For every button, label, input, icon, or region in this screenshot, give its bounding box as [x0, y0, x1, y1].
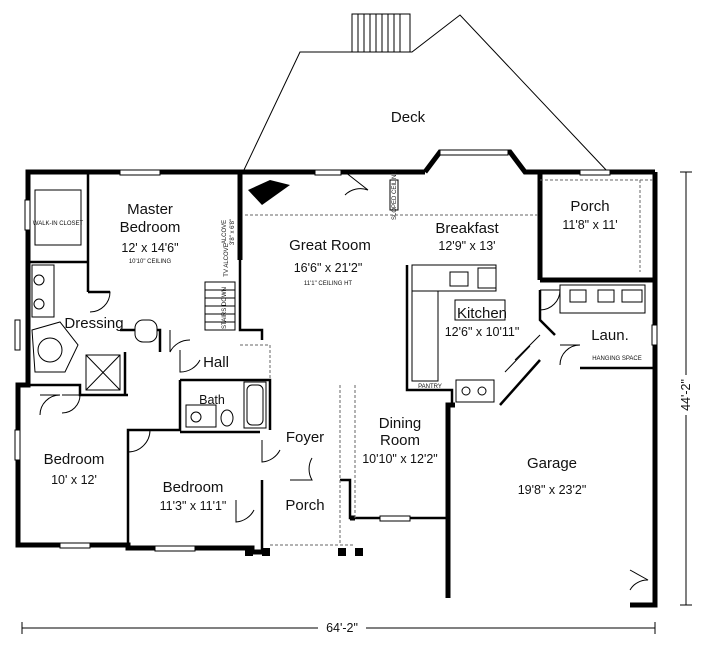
tv-alcove-label: TV ALCOVE	[224, 243, 230, 276]
great-room-note: 11'1" CEILING HT	[304, 281, 353, 287]
dashed-lines	[240, 179, 655, 546]
deck-outline	[242, 13, 609, 173]
porch-rear-dims: 11'8" x 11'	[562, 218, 617, 232]
great-room-label: Great Room	[289, 237, 371, 254]
alcove1-label: ALCOVE	[222, 220, 228, 244]
width-dimension: 64'-2"	[326, 621, 358, 635]
bedroom2-label: Bedroom	[44, 451, 105, 468]
hall-label: Hall	[203, 354, 229, 371]
great-room-dims: 16'6" x 21'2"	[294, 261, 363, 275]
pantry-label: PANTRY	[418, 384, 442, 390]
laundry-label: Laun.	[591, 327, 629, 344]
toilet-master	[134, 319, 158, 343]
foyer-label: Foyer	[286, 429, 324, 446]
depth-dimension: 44'-2"	[679, 379, 693, 411]
sloped-ceiling-label: SLOPED CEILING	[392, 170, 398, 220]
breakfast-dims: 12'9" x 13'	[438, 239, 495, 253]
doors	[39, 171, 649, 591]
windows	[14, 149, 658, 552]
bedroom2-dims: 10' x 12'	[51, 473, 97, 487]
bath-label: Bath	[199, 393, 225, 407]
porch-posts	[245, 548, 363, 556]
garage-dims: 19'8" x 23'2"	[518, 483, 587, 497]
breakfast-label: Breakfast	[435, 220, 499, 237]
laundry-note: HANGING SPACE	[592, 356, 642, 362]
porch-rear-label: Porch	[570, 198, 609, 215]
master-dims: 12' x 14'6"	[121, 241, 178, 255]
kitchen-label: Kitchen	[457, 305, 507, 322]
kitchen-dims: 12'6" x 10'11"	[445, 325, 520, 339]
closet-shelf	[34, 189, 82, 246]
dressing-label: Dressing	[64, 315, 123, 332]
master-note: 10'10" CEILING	[129, 259, 172, 265]
closet-label: WALK-IN CLOSET	[33, 221, 84, 227]
master-label-2: Bedroom	[120, 219, 181, 236]
fireplace	[248, 180, 290, 205]
master-label-1: Master	[127, 201, 173, 218]
stairs-label: STAIRS DOWN	[222, 287, 228, 329]
bedroom3-label: Bedroom	[163, 479, 224, 496]
bedroom3-dims: 11'3" x 11'1"	[160, 499, 227, 513]
dining-label-1: Dining	[379, 415, 422, 432]
dining-label-2: Room	[380, 432, 420, 449]
garage-label: Garage	[527, 455, 577, 472]
deck-label: Deck	[391, 109, 426, 126]
dining-dims: 10'10" x 12'2"	[362, 452, 438, 466]
porch-front-label: Porch	[285, 497, 324, 514]
alcove1-dims: 3'8" x 6'8"	[230, 219, 236, 245]
kitchen-island	[454, 299, 506, 321]
fixtures	[31, 179, 646, 429]
